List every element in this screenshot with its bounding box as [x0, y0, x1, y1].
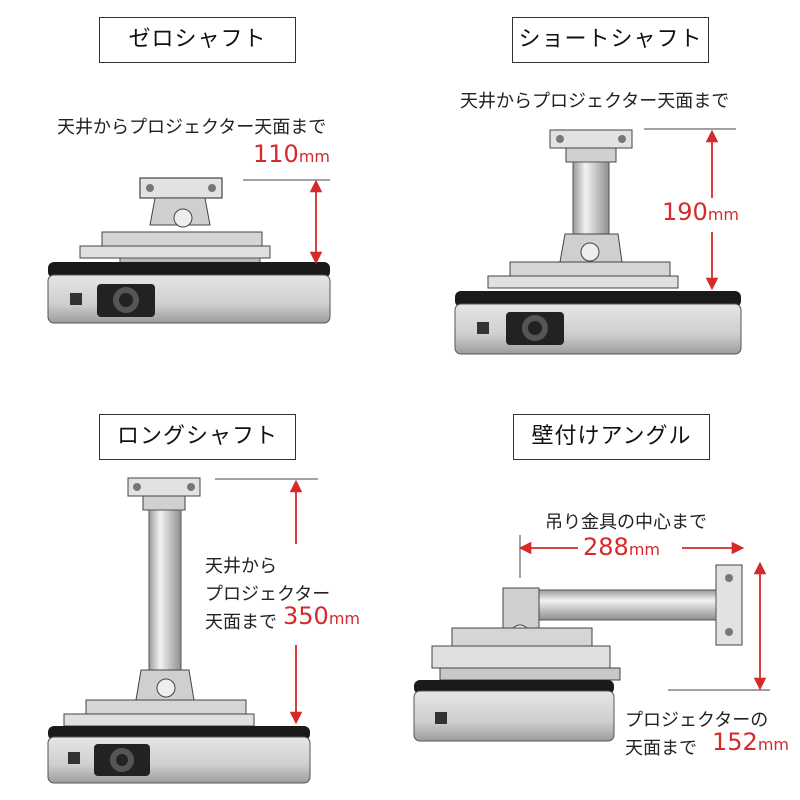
zero-measurement: 110mm [253, 140, 330, 168]
wall-vertical-unit: mm [757, 735, 789, 754]
zero-caption: 天井からプロジェクター天面まで [57, 117, 327, 138]
wall-vertical-value: 152 [712, 728, 758, 756]
long-caption-line3: 天面まで [205, 612, 277, 633]
zero-unit: mm [298, 147, 330, 166]
zero-value: 110 [253, 140, 299, 168]
long-shaft-title: ロングシャフト [99, 414, 296, 460]
short-unit: mm [707, 205, 739, 224]
wall-horizontal-unit: mm [628, 540, 660, 559]
long-value: 350 [283, 602, 329, 630]
short-value: 190 [662, 198, 708, 226]
long-projector [47, 726, 311, 784]
short-projector [454, 291, 742, 355]
long-unit: mm [328, 609, 360, 628]
long-shaft-mount [63, 477, 255, 727]
wall-angle-title: 壁付けアングル [513, 414, 710, 460]
wall-vertical-measurement: 152mm [712, 728, 789, 756]
zero-projector [47, 262, 331, 324]
wall-caption-horizontal: 吊り金具の中心まで [545, 512, 707, 533]
wall-caption-vertical-line2: 天面まで [625, 738, 697, 759]
short-shaft-title: ショートシャフト [512, 17, 709, 63]
short-caption: 天井からプロジェクター天面まで [460, 91, 730, 112]
short-shaft-mount [487, 129, 679, 289]
wall-horizontal-value: 288 [583, 533, 629, 561]
wall-caption-vertical-line1: プロジェクターの [625, 710, 769, 731]
zero-shaft-title: ゼロシャフト [99, 17, 296, 63]
long-caption-line2: プロジェクター [205, 584, 331, 605]
wall-projector [413, 680, 615, 742]
short-measurement: 190mm [662, 198, 739, 226]
long-measurement: 350mm [283, 602, 360, 630]
wall-horizontal-measurement: 288mm [583, 533, 660, 561]
zero-shaft-mount [79, 177, 271, 267]
long-caption-line1: 天井から [205, 556, 277, 577]
wall-angle-mount [431, 564, 743, 681]
